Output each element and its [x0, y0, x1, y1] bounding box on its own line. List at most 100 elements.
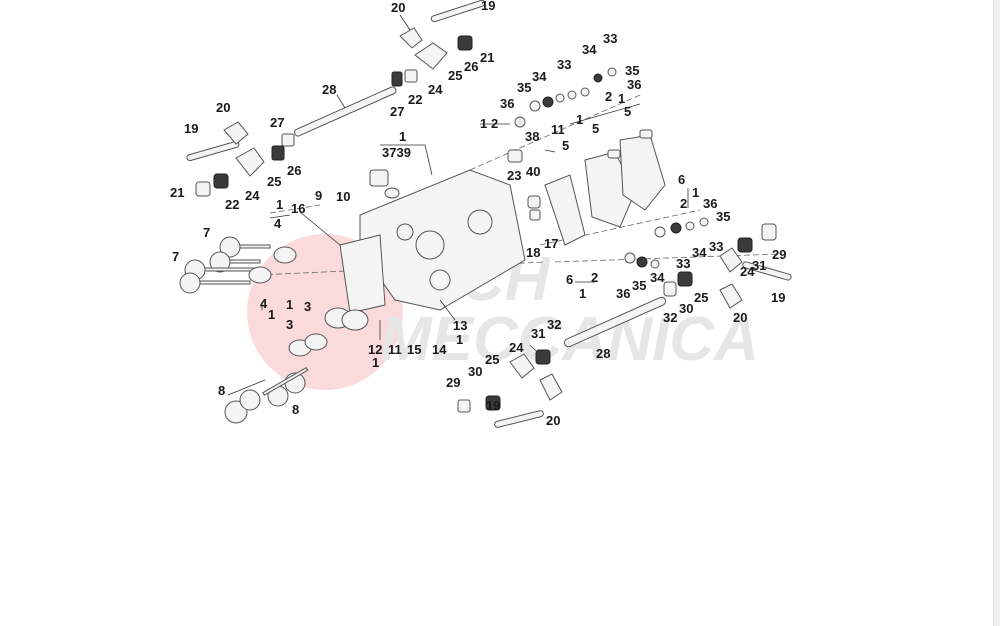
callout-label[interactable]: 30: [679, 301, 693, 316]
callout-label[interactable]: 18: [526, 245, 540, 260]
callout-label[interactable]: 10: [336, 189, 350, 204]
callout-label[interactable]: 15: [407, 342, 421, 357]
callout-label[interactable]: 1: [579, 286, 586, 301]
callout-label[interactable]: 25: [485, 352, 499, 367]
callout-label[interactable]: 19: [184, 121, 198, 136]
callout-label[interactable]: 1: [576, 112, 583, 127]
callout-label[interactable]: 1: [286, 297, 293, 312]
callout-label[interactable]: 36: [500, 96, 514, 111]
callout-label[interactable]: 21: [480, 50, 494, 65]
callout-label[interactable]: 38: [525, 129, 539, 144]
callout-label[interactable]: 40: [526, 164, 540, 179]
callout-label[interactable]: 26: [287, 163, 301, 178]
callout-label[interactable]: 36: [703, 196, 717, 211]
callout-label[interactable]: 25: [694, 290, 708, 305]
right-valve-train: [624, 217, 792, 309]
callout-label[interactable]: 32: [663, 310, 677, 325]
callout-label[interactable]: 22: [225, 197, 239, 212]
callout-label[interactable]: 32: [547, 317, 561, 332]
callout-label[interactable]: 5: [592, 121, 599, 136]
callout-label[interactable]: 8: [218, 383, 225, 398]
callout-label[interactable]: 5: [562, 138, 569, 153]
callout-label[interactable]: 12: [368, 342, 382, 357]
callout-label[interactable]: 1: [618, 91, 625, 106]
callout-label[interactable]: 35: [716, 209, 730, 224]
scrollbar-track[interactable]: [993, 0, 1000, 626]
callout-label[interactable]: 1: [268, 307, 275, 322]
callout-label[interactable]: 13: [453, 318, 467, 333]
callout-label[interactable]: 1: [372, 355, 379, 370]
callout-label[interactable]: 35: [625, 63, 639, 78]
callout-label[interactable]: 34: [532, 69, 547, 84]
callout-label[interactable]: 19: [481, 0, 495, 13]
callout-label[interactable]: 25: [448, 68, 462, 83]
callout-label[interactable]: 27: [390, 104, 404, 119]
callout-label[interactable]: 33: [557, 57, 571, 72]
callout-label[interactable]: 2: [680, 196, 687, 211]
callout-label[interactable]: 34: [650, 270, 665, 285]
callout-label[interactable]: 1: [692, 185, 699, 200]
callout-label[interactable]: 20: [733, 310, 747, 325]
callout-label[interactable]: 20: [216, 100, 230, 115]
callout-label[interactable]: 2: [605, 89, 612, 104]
callout-label[interactable]: 3739: [382, 145, 411, 160]
callout-label[interactable]: 1: [399, 129, 406, 144]
callout-label[interactable]: 20: [391, 0, 405, 15]
callout-label[interactable]: 36: [627, 77, 641, 92]
callout-label[interactable]: 1: [276, 197, 283, 212]
callout-label[interactable]: 35: [632, 278, 646, 293]
callout-label[interactable]: 3: [286, 317, 293, 332]
callout-label[interactable]: 24: [509, 340, 524, 355]
callout-label[interactable]: 7: [203, 225, 210, 240]
callout-label[interactable]: 33: [709, 239, 723, 254]
callout-label[interactable]: 2: [591, 270, 598, 285]
callout-label[interactable]: 30: [468, 364, 482, 379]
callout-label[interactable]: 5: [624, 104, 631, 119]
callout-label[interactable]: 4: [274, 216, 282, 231]
upper-rocker-assembly: [293, 0, 486, 137]
callout-label[interactable]: 22: [408, 92, 422, 107]
callout-label[interactable]: 24: [245, 188, 260, 203]
callout-label[interactable]: 28: [322, 82, 336, 97]
callout-label[interactable]: 17: [544, 236, 558, 251]
callout-label[interactable]: 4: [260, 296, 268, 311]
callout-label[interactable]: 2: [491, 116, 498, 131]
leader-lines: [227, 14, 689, 396]
callout-label[interactable]: 34: [692, 245, 707, 260]
callout-label[interactable]: 33: [676, 256, 690, 271]
callout-label[interactable]: 29: [446, 375, 460, 390]
callout-label[interactable]: 1: [480, 116, 487, 131]
callout-label[interactable]: 24: [428, 82, 443, 97]
callout-label[interactable]: 26: [464, 59, 478, 74]
callout-label[interactable]: 27: [270, 115, 284, 130]
callout-label[interactable]: 23: [507, 168, 521, 183]
callout-label[interactable]: 16: [291, 201, 305, 216]
callout-label[interactable]: 19: [771, 290, 785, 305]
callout-label[interactable]: 8: [292, 402, 299, 417]
callout-label[interactable]: 19: [486, 398, 500, 413]
callout-label[interactable]: 36: [616, 286, 630, 301]
callout-label[interactable]: 29: [772, 247, 786, 262]
callout-label[interactable]: 21: [170, 185, 184, 200]
callout-label[interactable]: 11: [388, 342, 402, 357]
callout-label[interactable]: 34: [582, 42, 597, 57]
callout-label[interactable]: 31: [752, 258, 766, 273]
callout-label[interactable]: 25: [267, 174, 281, 189]
callout-label[interactable]: 14: [432, 342, 447, 357]
callout-label[interactable]: 28: [596, 346, 610, 361]
callout-label[interactable]: 33: [603, 31, 617, 46]
callout-label[interactable]: 1: [456, 332, 463, 347]
callout-label[interactable]: 3: [304, 299, 311, 314]
small-parts-upper-right: [507, 67, 617, 221]
callout-label[interactable]: 6: [678, 172, 685, 187]
callout-label[interactable]: 24: [740, 264, 755, 279]
callout-label[interactable]: 20: [546, 413, 560, 428]
callout-label[interactable]: 6: [566, 272, 573, 287]
callout-label[interactable]: 31: [531, 326, 545, 341]
callout-label[interactable]: 35: [517, 80, 531, 95]
callout-label[interactable]: 11: [551, 122, 565, 137]
callout-label[interactable]: 9: [315, 188, 322, 203]
lower-shaft-assembly: [457, 296, 667, 428]
callout-label[interactable]: 7: [172, 249, 179, 264]
